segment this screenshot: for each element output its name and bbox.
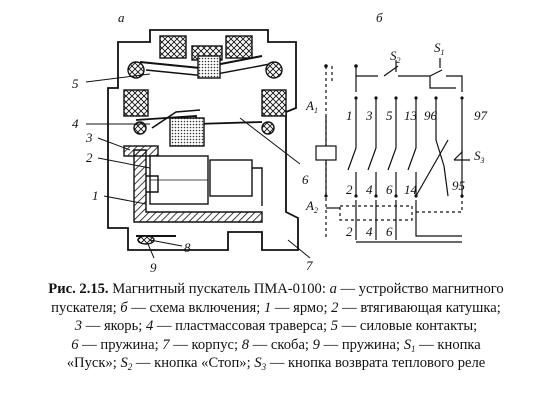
label-a2: A2 — [305, 198, 318, 215]
caption-ref: а — [329, 281, 337, 297]
terminal-95: 95 — [452, 178, 466, 193]
caption-symbol: S3 — [254, 355, 267, 373]
schematic-labels: S2 S1 A1 A2 1 3 5 13 96 97 2 4 6 14 95 S… — [305, 40, 488, 239]
start-button-symbol — [429, 58, 443, 77]
caption-ref: 3 — [74, 318, 83, 335]
part-number-9: 9 — [150, 260, 157, 275]
label-s1: S1 — [434, 40, 445, 57]
right-terminal-block — [261, 89, 287, 117]
caption-ref: 6 — [71, 336, 79, 353]
caption-line-5: «Пуск»; S2 — кнопка «Стоп»; S3 — кнопка … — [66, 355, 486, 373]
terminal-1: 1 — [346, 108, 353, 123]
part-number-8: 8 — [184, 240, 191, 255]
terminal-13: 13 — [404, 108, 418, 123]
wiring-schematic — [315, 58, 470, 243]
terminal-5: 5 — [386, 108, 393, 123]
caption-ref: 7 — [162, 336, 170, 353]
stop-button-symbol — [383, 60, 399, 77]
caption-symbol: S2 — [120, 355, 133, 373]
part-number-5: 5 — [72, 76, 79, 91]
load-terminal-4: 4 — [366, 224, 373, 239]
panel-label-a: а — [118, 10, 125, 25]
caption-symbol: S1 — [403, 336, 416, 354]
terminal-6: 6 — [386, 182, 393, 197]
load-terminal-6: 6 — [386, 224, 393, 239]
panel-label-b: б — [376, 10, 383, 25]
part-number-7: 7 — [306, 258, 313, 273]
power-contacts — [347, 98, 417, 196]
part-number-6: 6 — [302, 172, 309, 187]
terminal-97: 97 — [474, 108, 488, 123]
label-a1: A1 — [305, 98, 318, 115]
starter-cross-section — [85, 29, 311, 259]
armature — [123, 145, 159, 157]
top-cap-left — [159, 35, 187, 59]
caption-ref: 5 — [330, 318, 339, 335]
figure-drawing: а б 5 4 3 2 1 6 7 8 9 — [72, 10, 488, 275]
caption-ref: б — [120, 299, 128, 316]
caption-ref: 2 — [331, 299, 339, 316]
reset-button-symbol — [454, 150, 470, 170]
caption-line-2: пускателя; б — схема включения; 1 — ярмо… — [51, 299, 501, 316]
terminal-4: 4 — [366, 182, 373, 197]
caption-line-4: 6 — пружина; 7 — корпус; 8 — скоба; 9 — … — [71, 336, 481, 354]
load-terminal-2: 2 — [346, 224, 353, 239]
caption-line-1-rest: Магнитный пускатель ПМА-0100: а — устрой… — [108, 281, 504, 297]
caption-line-1: Рис. 2.15. Магнитный пускатель ПМА-0100:… — [10, 280, 542, 299]
terminal-3: 3 — [365, 108, 373, 123]
terminal-96: 96 — [424, 108, 438, 123]
part-number-4: 4 — [72, 116, 79, 131]
coil-symbol — [315, 145, 337, 161]
terminal-14: 14 — [404, 182, 418, 197]
label-s2: S2 — [390, 48, 401, 65]
caption-ref: 8 — [241, 336, 250, 353]
caption-ref: 9 — [312, 336, 320, 353]
housing-outline — [107, 29, 299, 251]
caption-ref: 4 — [145, 318, 154, 335]
top-cap-right — [225, 35, 253, 59]
figure-label: Рис. 2.15. — [48, 281, 109, 297]
caption-ref: 1 — [263, 299, 272, 316]
terminal-2: 2 — [346, 182, 353, 197]
left-terminal-block — [123, 89, 149, 117]
figure-caption: Рис. 2.15. Магнитный пускатель ПМА-0100:… — [10, 280, 542, 373]
part-number-1: 1 — [92, 188, 99, 203]
label-s3: S3 — [474, 148, 485, 165]
part-number-2: 2 — [86, 150, 93, 165]
caption-line-3: 3 — якорь; 4 — пластмассовая траверса; 5… — [74, 318, 478, 335]
part-number-3: 3 — [85, 130, 93, 145]
